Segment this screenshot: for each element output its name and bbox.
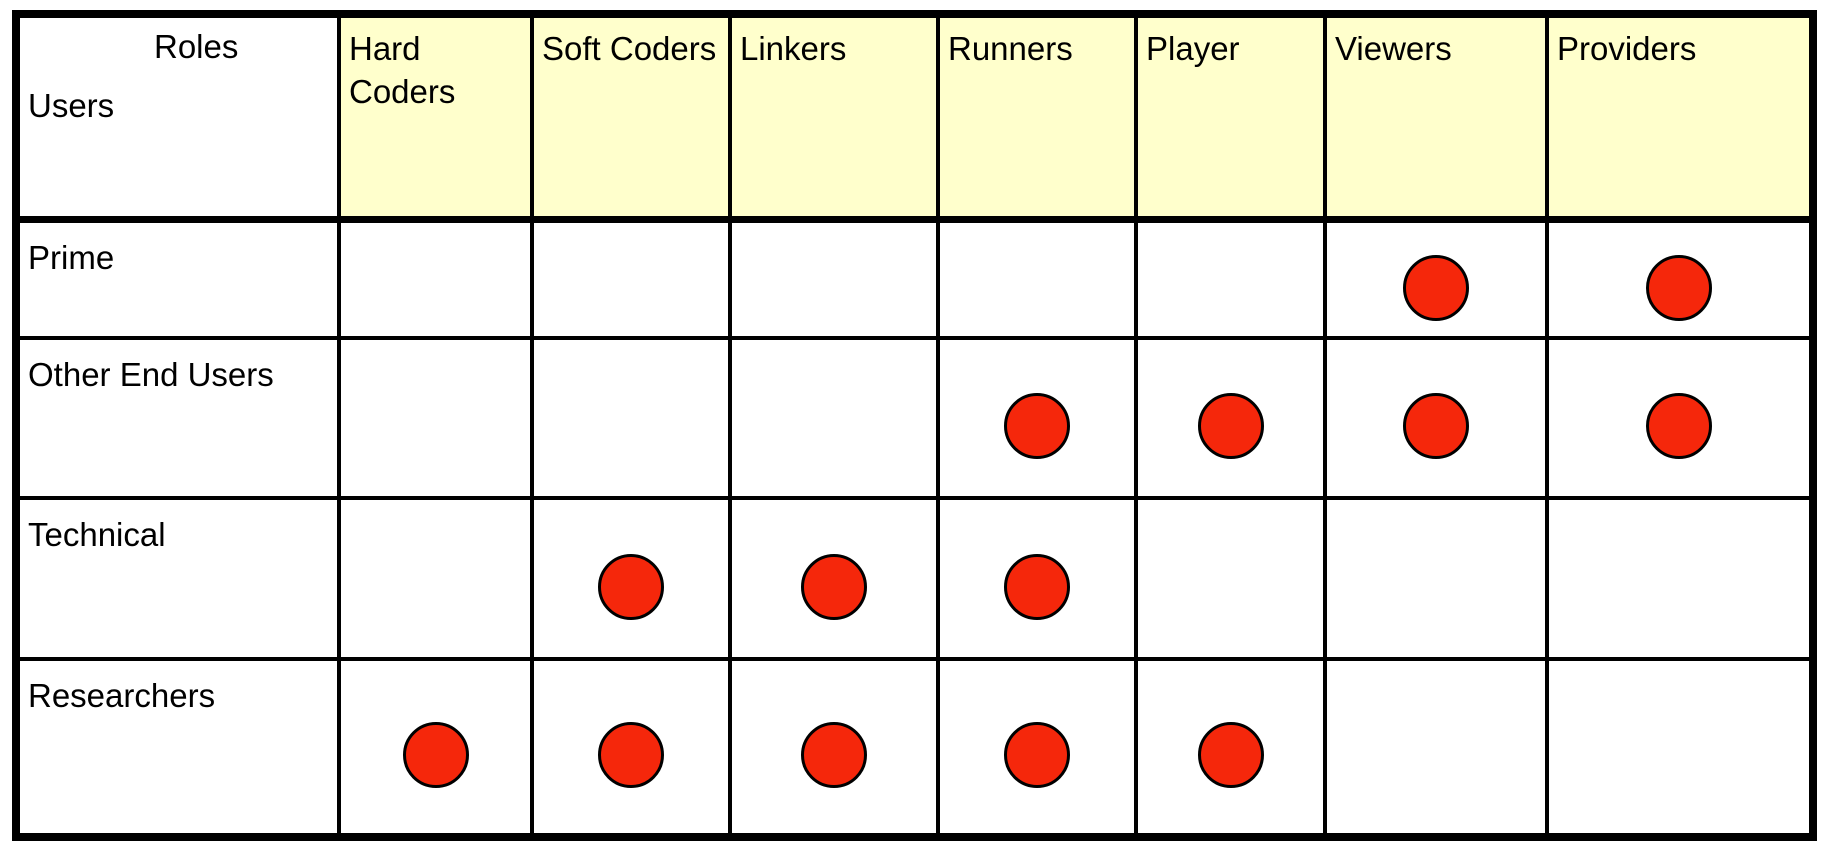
role-assigned-dot (1403, 393, 1469, 459)
role-cell-researchers-providers (1549, 661, 1809, 833)
role-cell-prime-player (1138, 223, 1323, 336)
role-assigned-dot (1004, 553, 1070, 620)
role-cell-technical-soft-coders (534, 500, 728, 657)
role-assigned-dot (1197, 722, 1264, 788)
role-cell-researchers-player (1138, 661, 1323, 833)
role-assigned-dot (801, 722, 867, 788)
role-assigned-dot (1004, 722, 1070, 788)
column-header-runners: Runners (940, 18, 1134, 219)
role-assigned-dot (598, 722, 664, 788)
role-cell-researchers-viewers (1327, 661, 1545, 833)
role-cell-prime-viewers (1327, 223, 1545, 336)
role-assigned-dot (1197, 393, 1264, 459)
role-cell-prime-providers (1549, 223, 1809, 336)
role-cell-prime-soft-coders (534, 223, 728, 336)
role-cell-prime-runners (940, 223, 1134, 336)
role-assigned-dot (1646, 254, 1712, 321)
role-cell-technical-runners (940, 500, 1134, 657)
row-label-researchers: Researchers (20, 661, 337, 833)
role-cell-researchers-runners (940, 661, 1134, 833)
row-label-prime: Prime (20, 223, 337, 336)
role-cell-prime-hard-coders (341, 223, 530, 336)
role-assigned-dot (1646, 393, 1712, 459)
role-assigned-dot (1403, 254, 1469, 321)
role-assigned-dot (402, 722, 469, 788)
role-cell-researchers-linkers (732, 661, 936, 833)
corner-users-label: Users (28, 86, 115, 124)
row-label-technical: Technical (20, 500, 337, 657)
role-assigned-dot (1004, 393, 1070, 459)
corner-roles-label: Roles (154, 28, 239, 65)
role-cell-other-end-users-soft-coders (534, 340, 728, 496)
column-header-providers: Providers (1549, 18, 1809, 219)
role-cell-technical-providers (1549, 500, 1809, 657)
row-label-other-end-users: Other End Users (20, 340, 337, 496)
role-cell-other-end-users-player (1138, 340, 1323, 496)
role-cell-prime-linkers (732, 223, 936, 336)
column-header-hard-coders: Hard Coders (341, 18, 530, 219)
role-cell-technical-linkers (732, 500, 936, 657)
role-cell-technical-player (1138, 500, 1323, 657)
column-header-linkers: Linkers (732, 18, 936, 219)
role-cell-other-end-users-hard-coders (341, 340, 530, 496)
column-header-viewers: Viewers (1327, 18, 1545, 219)
role-cell-other-end-users-linkers (732, 340, 936, 496)
role-cell-researchers-hard-coders (341, 661, 530, 833)
column-header-player: Player (1138, 18, 1323, 219)
role-cell-technical-hard-coders (341, 500, 530, 657)
role-cell-other-end-users-runners (940, 340, 1134, 496)
role-assigned-dot (598, 553, 664, 620)
role-cell-researchers-soft-coders (534, 661, 728, 833)
role-cell-technical-viewers (1327, 500, 1545, 657)
corner-cell: Roles Users (20, 18, 337, 219)
role-cell-other-end-users-viewers (1327, 340, 1545, 496)
column-header-soft-coders: Soft Coders (534, 18, 728, 219)
role-assigned-dot (801, 553, 867, 620)
role-cell-other-end-users-providers (1549, 340, 1809, 496)
